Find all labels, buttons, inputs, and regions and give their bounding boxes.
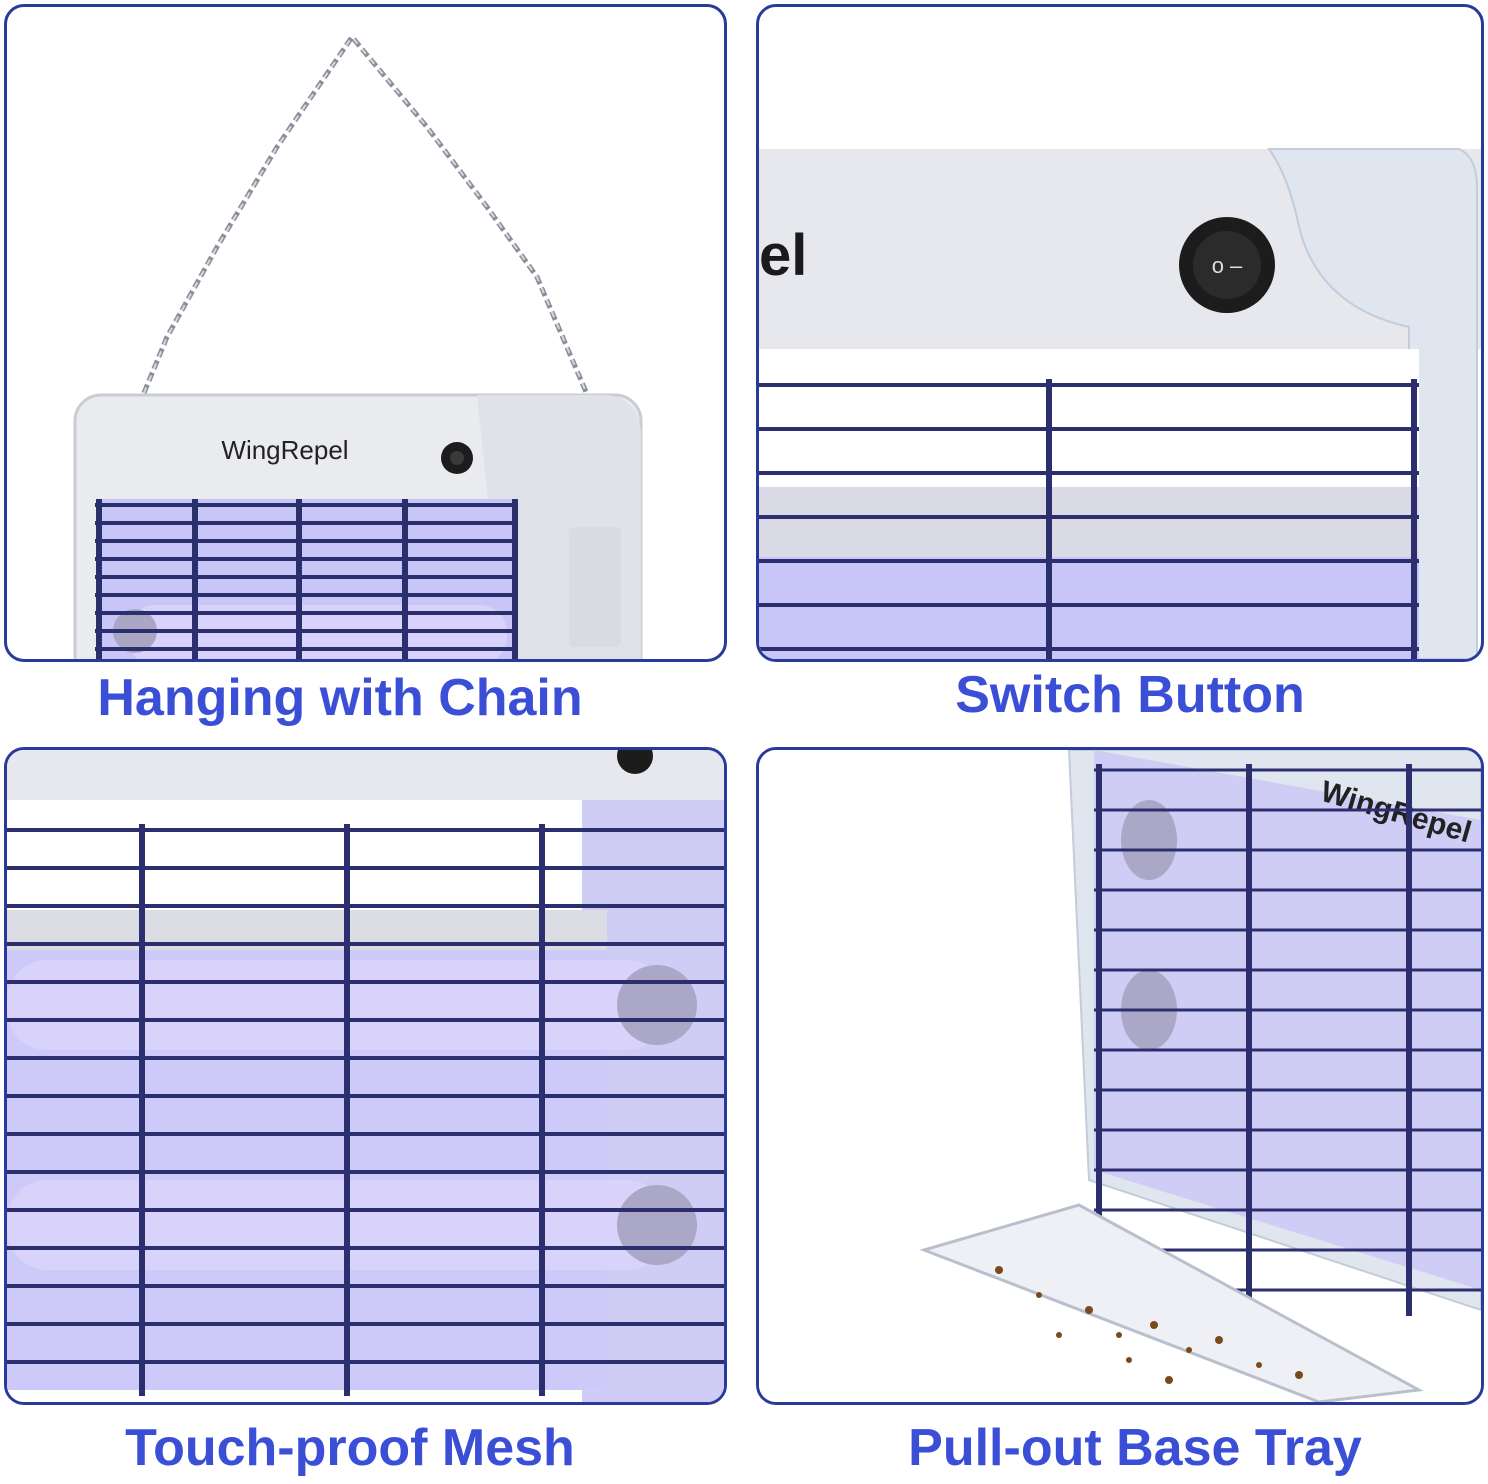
bug-zapper-chain-image: WingRepel <box>73 32 643 659</box>
hanging-chain <box>136 32 592 406</box>
collection-tray-image: WingRepel <box>759 750 1481 1402</box>
brand-fragment: el <box>759 223 807 288</box>
mesh-grid <box>95 499 518 659</box>
panel-switch-button: el o – <box>756 4 1484 662</box>
mesh-grid <box>759 379 1419 659</box>
insect-debris <box>995 1266 1303 1384</box>
panel-hanging-chain: WingRepel <box>4 4 727 662</box>
caption-pull-out-tray: Pull-out Base Tray <box>908 1419 1362 1477</box>
caption-switch-button: Switch Button <box>955 666 1305 724</box>
panel-touch-proof-mesh <box>4 747 727 1405</box>
caption-touch-proof-mesh: Touch-proof Mesh <box>125 1419 575 1477</box>
switch-marks: o – <box>1212 253 1243 278</box>
mesh-grid <box>1094 764 1481 1316</box>
caption-hanging-chain: Hanging with Chain <box>97 669 583 727</box>
protective-grid-image <box>7 750 724 1402</box>
panel-pull-out-tray: WingRepel <box>756 747 1484 1405</box>
rocker-switch-image: el o – <box>759 148 1481 659</box>
brand-label: WingRepel <box>221 435 348 465</box>
mesh-grid <box>7 824 724 1396</box>
